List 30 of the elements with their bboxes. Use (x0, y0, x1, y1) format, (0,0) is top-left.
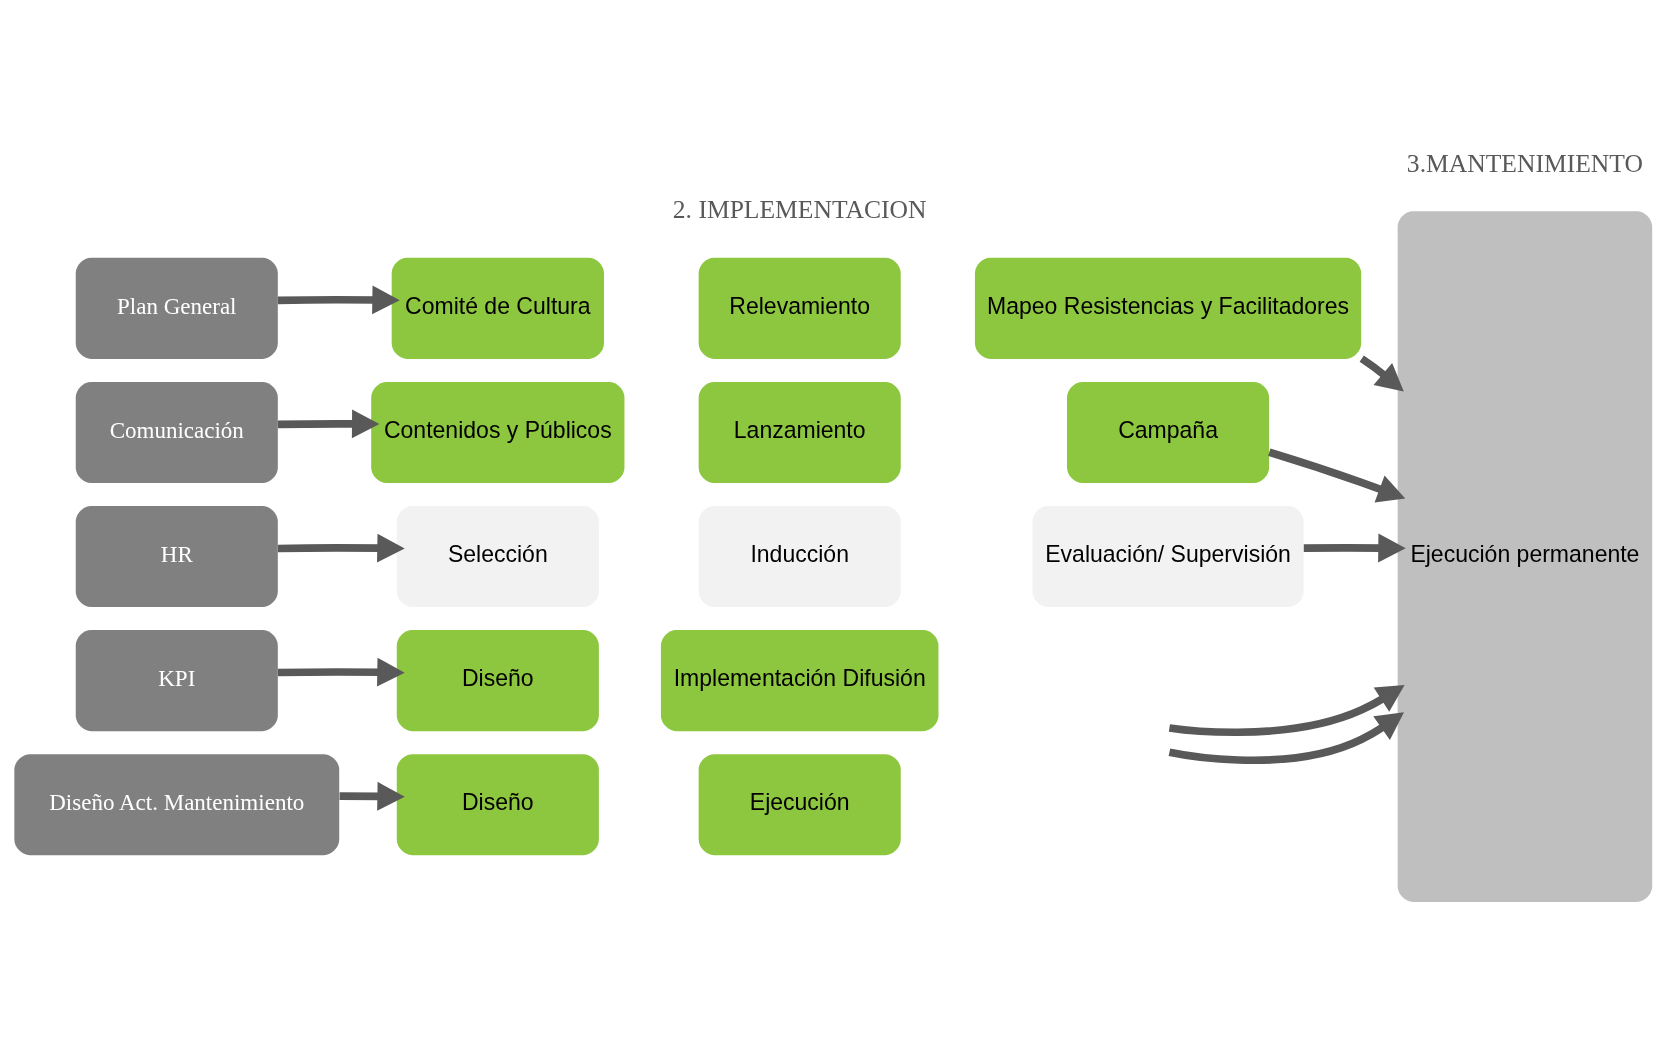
node-box: KPI (75, 630, 278, 732)
node-box: Diseño Act. Mantenimiento (13, 754, 339, 856)
arrow (1359, 355, 1404, 392)
node-box: Contenidos y Públicos (370, 381, 624, 483)
arrow (339, 781, 405, 811)
node-box: Selección (396, 506, 599, 608)
arrow (1267, 448, 1405, 503)
arrow (1168, 684, 1405, 737)
node-box: Diseño (396, 630, 599, 732)
node-box: Mapeo Resistencias y Facilitadores (974, 257, 1361, 359)
node-box: Relevamiento (698, 257, 901, 359)
label: 2. IMPLEMENTACION (672, 194, 927, 224)
node-box: HR (75, 506, 278, 608)
arrow (1303, 533, 1406, 563)
node-box: Ejecución (698, 754, 901, 856)
node-box: Ejecución permanente (1397, 211, 1652, 902)
arrow (277, 409, 379, 439)
node-box: Implementación Difusión (660, 630, 938, 732)
arrow (1168, 712, 1404, 765)
node-box: Evaluación/ Supervisión (1032, 506, 1304, 608)
node-box: Lanzamiento (698, 381, 901, 483)
node-box: Comité de Cultura (391, 257, 604, 359)
node-box: Plan General (75, 257, 278, 359)
arrow (277, 657, 405, 687)
node-box: Diseño (396, 754, 599, 856)
arrow (277, 533, 405, 563)
node-box: Comunicación (75, 381, 278, 483)
arrow (277, 285, 400, 315)
node-box: Campaña (1066, 381, 1269, 483)
label: 3.MANTENIMIENTO (1406, 148, 1643, 178)
